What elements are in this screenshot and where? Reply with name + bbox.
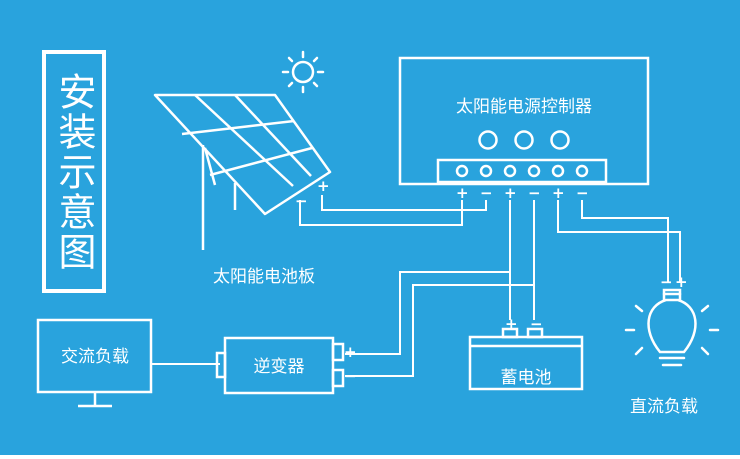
terminal-3-plus: + xyxy=(504,184,517,202)
light-bulb-icon xyxy=(624,288,720,367)
wiring xyxy=(152,195,681,377)
ac-load-label: 交流负载 xyxy=(61,347,129,367)
terminal-6-minus: − xyxy=(576,184,589,202)
terminal-4-minus: − xyxy=(528,184,541,202)
monitor-icon xyxy=(36,318,153,408)
battery-label: 蓄电池 xyxy=(500,368,552,388)
title-frame: 安装示意图 xyxy=(42,50,106,293)
inverter-minus: − xyxy=(344,367,357,385)
battery-minus: − xyxy=(530,315,543,333)
terminal-1-plus: + xyxy=(456,184,469,202)
battery-box xyxy=(468,327,584,391)
panel-plus: + xyxy=(317,177,330,195)
terminal-2-minus: − xyxy=(480,184,493,202)
bulb-plus: + xyxy=(675,273,688,291)
bulb-minus: − xyxy=(660,273,673,291)
dc-load-label: 直流负载 xyxy=(630,397,698,417)
inverter-label: 逆变器 xyxy=(253,357,305,377)
sun-icon xyxy=(281,50,325,94)
solar-panel-icon xyxy=(153,93,332,250)
solar-panel-label: 太阳能电池板 xyxy=(213,267,315,287)
controller-indicator-2 xyxy=(514,130,534,150)
panel-minus: − xyxy=(295,192,308,210)
inverter-plus: + xyxy=(344,343,357,361)
controller-label: 太阳能电源控制器 xyxy=(456,97,592,117)
battery-plus: + xyxy=(505,315,518,333)
controller-indicator-1 xyxy=(478,130,498,150)
inverter-box xyxy=(215,336,345,395)
terminal-5-plus: + xyxy=(552,184,565,202)
terminal-strip xyxy=(436,158,608,184)
controller-box xyxy=(398,56,650,186)
controller-indicator-3 xyxy=(550,130,570,150)
diagram-title: 安装示意图 xyxy=(52,71,96,272)
